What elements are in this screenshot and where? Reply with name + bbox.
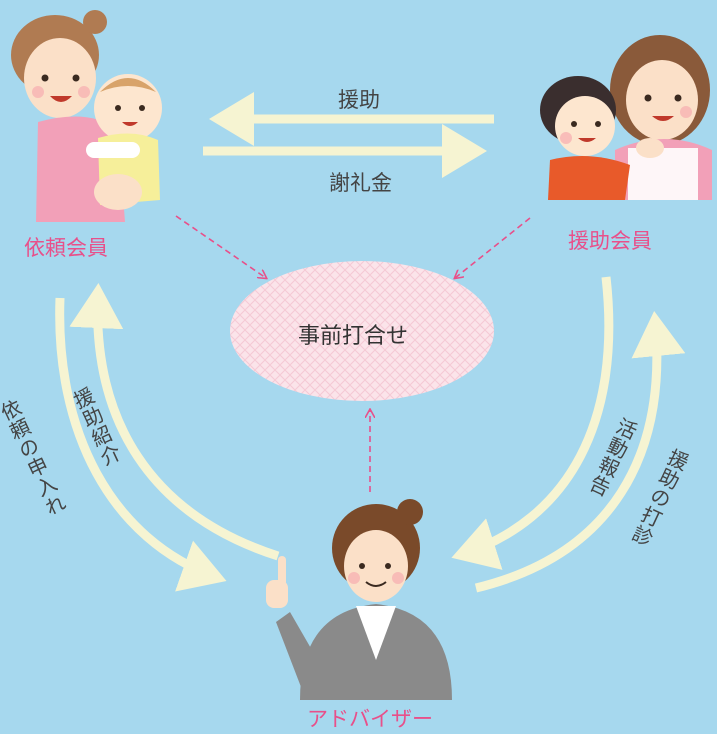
request-application-arrow bbox=[55, 297, 227, 592]
support-inquiry-arrow bbox=[474, 311, 686, 593]
honorarium-flow-label: 謝礼金 bbox=[329, 171, 392, 195]
mother-with-child-icon bbox=[540, 35, 712, 200]
mother-with-baby-icon bbox=[11, 10, 162, 222]
activity-report-arrow bbox=[451, 276, 614, 570]
requester-label: 依頼会員 bbox=[24, 236, 108, 260]
meeting-ellipse bbox=[230, 261, 494, 401]
helper-to-meeting-dashed bbox=[455, 217, 531, 278]
support-flow-label: 援助 bbox=[338, 88, 380, 112]
requester-to-meeting-dashed bbox=[175, 215, 266, 278]
helper-label: 援助会員 bbox=[568, 229, 652, 253]
support-introduction-arrow bbox=[69, 283, 280, 561]
advisor-label: アドバイザー bbox=[307, 707, 433, 731]
meeting-label: 事前打合せ bbox=[298, 324, 409, 349]
advisor-pointing-icon bbox=[266, 499, 452, 700]
